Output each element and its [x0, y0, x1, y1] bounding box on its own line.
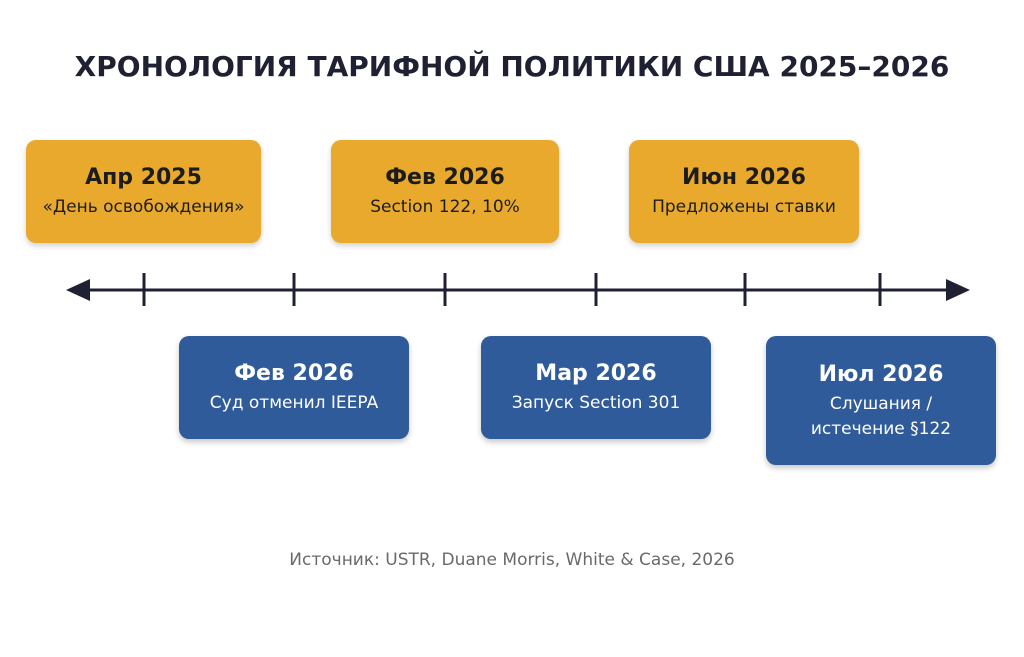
event-description: Запуск Section 301	[511, 393, 681, 413]
event-date: Мар 2026	[535, 361, 657, 386]
event-date: Июл 2026	[818, 361, 944, 387]
event-description: Section 122, 10%	[370, 197, 520, 217]
event-box-feb-2026-section-122: Фев 2026 Section 122, 10%	[331, 140, 559, 243]
event-box-jul-2026: Июл 2026 Слушания / истечение §122	[766, 336, 996, 465]
right-arrow-icon	[946, 279, 970, 301]
event-description: «День освобождения»	[42, 197, 245, 217]
event-date: Фев 2026	[234, 361, 354, 386]
source-note: Источник: USTR, Duane Morris, White & Ca…	[289, 550, 735, 570]
event-description: Суд отменил IEEPA	[209, 393, 379, 413]
event-date: Фев 2026	[385, 165, 505, 190]
left-arrow-icon	[66, 279, 90, 301]
event-date: Июн 2026	[682, 165, 806, 190]
page-title: ХРОНОЛОГИЯ ТАРИФНОЙ ПОЛИТИКИ США 2025–20…	[74, 50, 950, 83]
event-box-mar-2026: Мар 2026 Запуск Section 301	[481, 336, 711, 439]
event-date: Апр 2025	[85, 165, 202, 190]
event-description: Слушания / истечение §122	[810, 393, 952, 439]
event-description: Предложены ставки	[652, 197, 836, 217]
event-box-jun-2026: Июн 2026 Предложены ставки	[629, 140, 859, 243]
event-box-apr-2025: Апр 2025 «День освобождения»	[26, 140, 261, 243]
event-box-feb-2026-ieepa: Фев 2026 Суд отменил IEEPA	[179, 336, 409, 439]
